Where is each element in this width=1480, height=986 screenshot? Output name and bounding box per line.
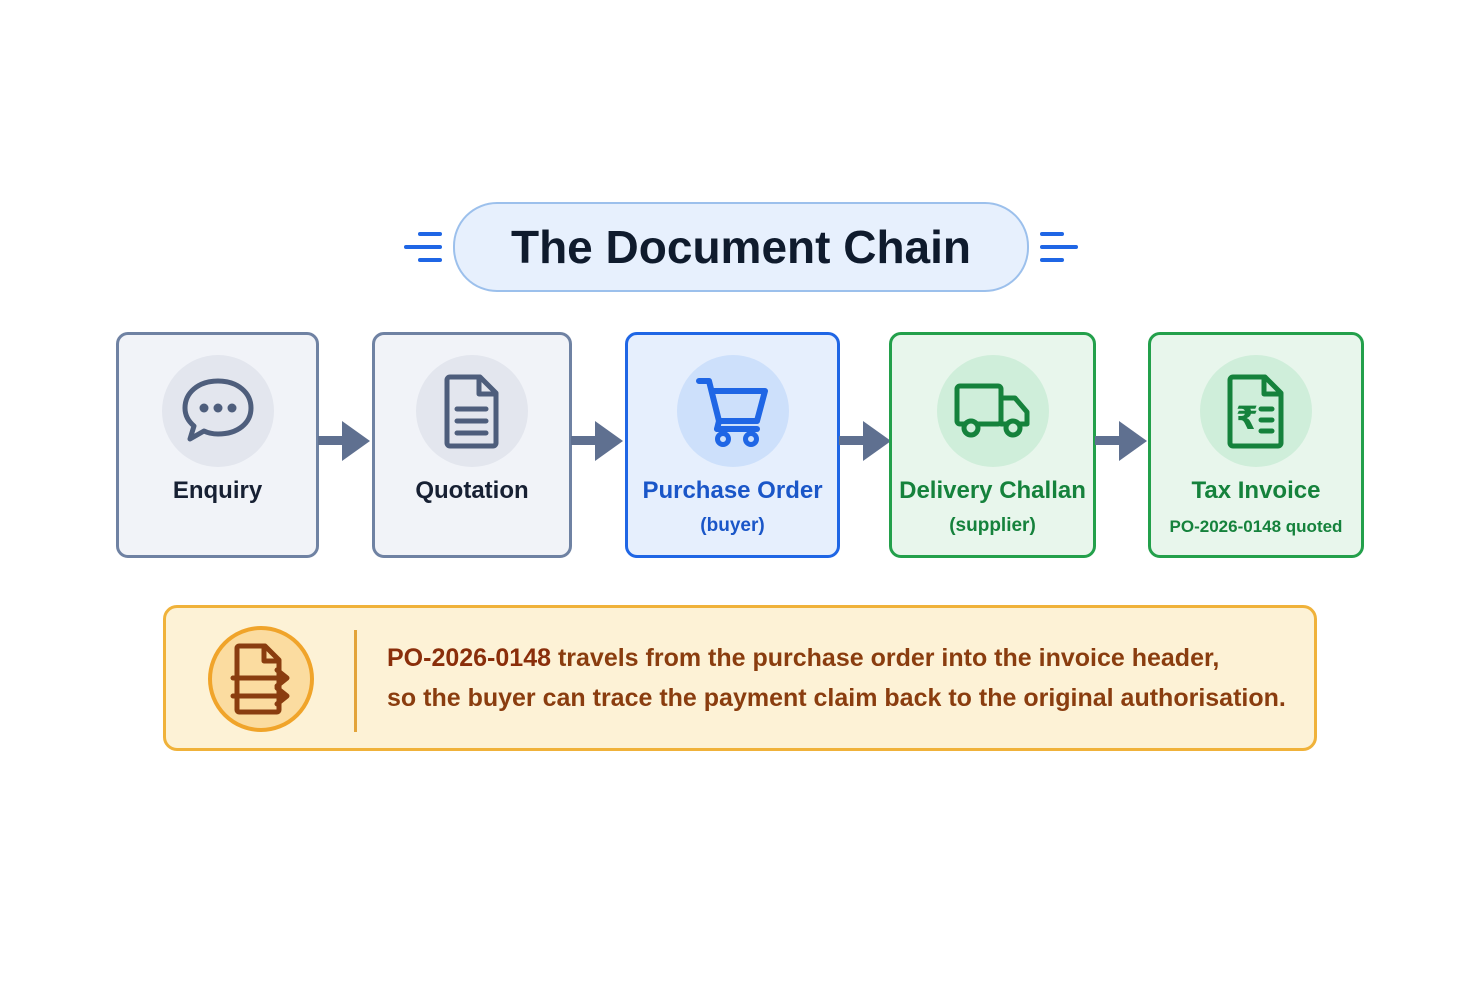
step-tax-invoice: ₹ Tax Invoice PO-2026-0148 quoted	[1148, 332, 1364, 558]
step-delivery-challan: Delivery Challan (supplier)	[889, 332, 1096, 558]
step-label: Delivery Challan	[899, 477, 1086, 504]
callout-badge	[208, 626, 314, 732]
page-title: The Document Chain	[453, 202, 1029, 292]
step-sublabel: (buyer)	[700, 515, 765, 536]
icon-circle	[416, 355, 528, 467]
callout-divider	[354, 630, 357, 732]
po-reference: PO-2026-0148	[387, 644, 552, 672]
step-purchase-order: Purchase Order (buyer)	[625, 332, 840, 558]
speed-lines-right-icon	[1040, 232, 1078, 262]
arrow-icon	[839, 421, 891, 461]
step-sublabel: PO-2026-0148 quoted	[1169, 517, 1343, 536]
step-sublabel: (supplier)	[949, 515, 1036, 536]
svg-text:₹: ₹	[1236, 399, 1258, 437]
step-label: Tax Invoice	[1191, 477, 1321, 504]
icon-circle: ₹	[1200, 355, 1312, 467]
speed-lines-left-icon	[404, 232, 442, 262]
callout-line-2: so the buyer can trace the payment claim…	[387, 684, 1286, 712]
arrow-icon	[318, 421, 370, 461]
speech-bubble-icon	[182, 378, 253, 442]
icon-circle	[161, 355, 274, 467]
step-label: Enquiry	[172, 477, 263, 504]
rupee-invoice-icon: ₹	[1227, 374, 1284, 449]
arrow-icon	[1095, 421, 1147, 461]
icon-circle	[936, 355, 1049, 467]
title-area: The Document Chain	[0, 202, 1480, 292]
delivery-truck-icon	[954, 383, 1029, 438]
icon-circle	[676, 355, 789, 467]
document-transfer-icon	[230, 643, 290, 715]
step-quotation: Quotation	[372, 332, 572, 558]
arrow-icon	[571, 421, 623, 461]
callout-line-1: PO-2026-0148 travels from the purchase o…	[387, 638, 1307, 678]
step-enquiry: Enquiry	[116, 332, 319, 558]
step-label: Purchase Order	[642, 477, 823, 504]
callout-text: PO-2026-0148 travels from the purchase o…	[387, 638, 1307, 718]
shopping-cart-icon	[695, 378, 768, 447]
document-icon	[444, 374, 499, 449]
info-callout: PO-2026-0148 travels from the purchase o…	[163, 605, 1317, 751]
callout-line-1-rest: travels from the purchase order into the…	[551, 644, 1220, 672]
step-label: Quotation	[415, 477, 529, 504]
